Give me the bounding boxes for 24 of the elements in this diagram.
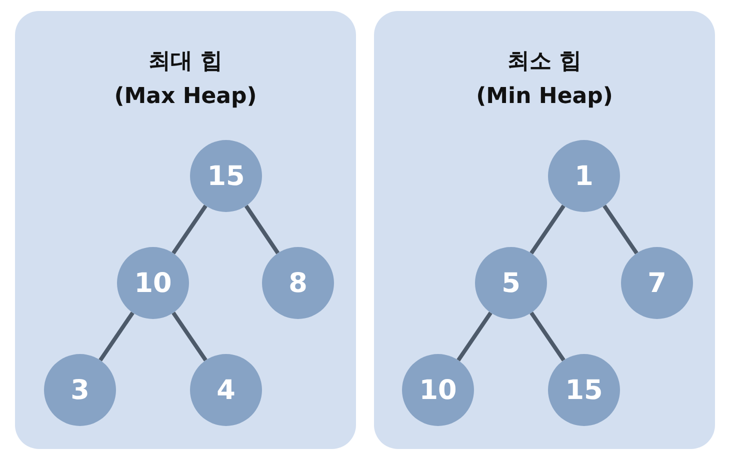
heap-panel — [374, 11, 715, 449]
tree-edge — [530, 312, 566, 362]
tree-edge — [244, 204, 280, 254]
tree-edge — [172, 312, 208, 362]
tree-node-circle: 1 — [548, 140, 620, 212]
heap-panel — [15, 11, 356, 449]
tree-node-circle: 5 — [475, 247, 547, 319]
tree-node-circle: 10 — [402, 354, 474, 426]
panel-title: 최대 힙 — [148, 48, 222, 76]
tree-node-circle: 15 — [548, 354, 620, 426]
tree-edge — [530, 204, 566, 254]
tree-node-circle: 4 — [190, 354, 262, 426]
tree-node-circle: 10 — [117, 247, 189, 319]
panel-title: 최소 힙 — [508, 48, 582, 76]
tree-node-circle: 7 — [621, 247, 693, 319]
tree-node-circle: 3 — [44, 354, 116, 426]
tree-edge — [456, 312, 492, 362]
tree-node-circle: 15 — [190, 140, 262, 212]
panel-subtitle: (Max Heap) — [114, 83, 257, 111]
tree-edge — [98, 312, 134, 362]
tree-edge — [602, 204, 638, 254]
tree-edge — [172, 204, 208, 254]
panel-subtitle: (Min Heap) — [476, 83, 613, 111]
tree-node-circle: 8 — [262, 247, 334, 319]
